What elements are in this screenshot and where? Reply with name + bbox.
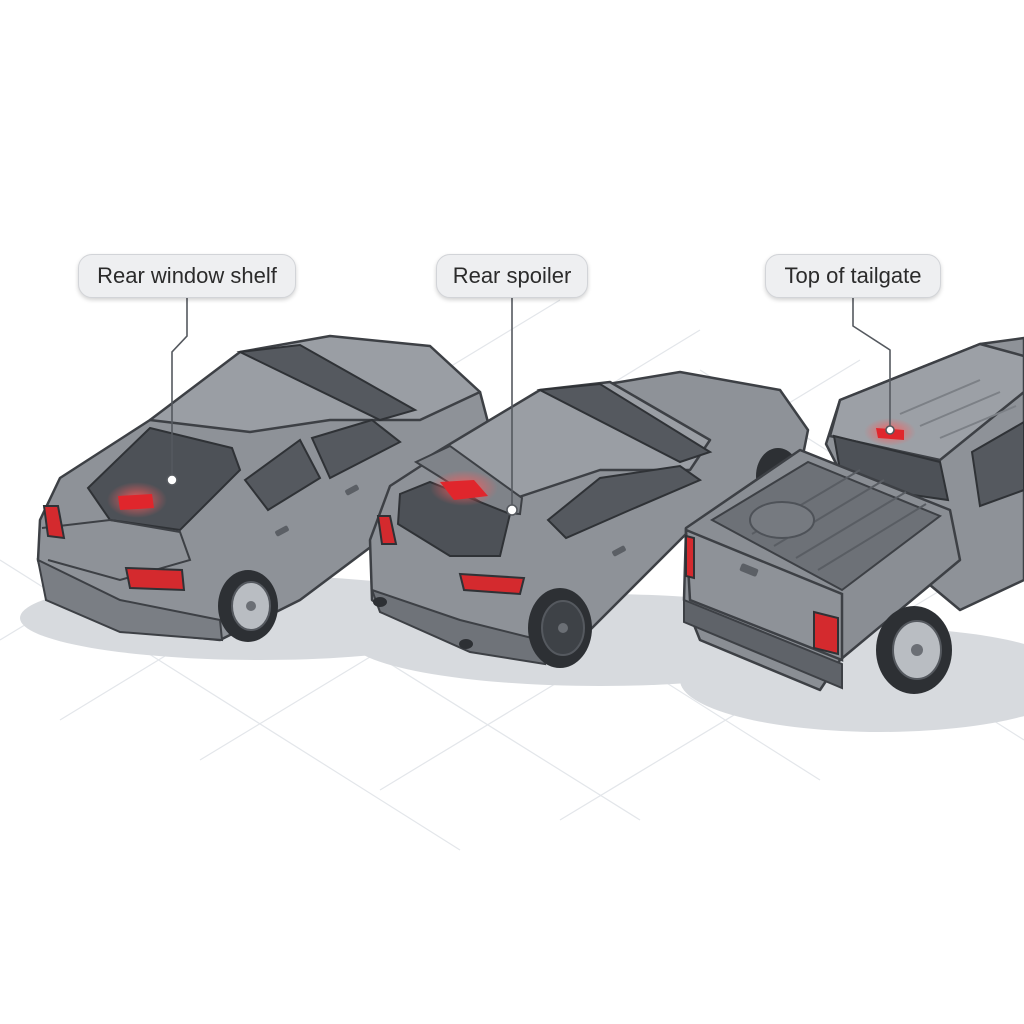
leader-line-shelf [171,298,188,478]
sedan-trunk-line [41,518,192,582]
pickup-truck [682,336,1024,694]
callout-label: Rear spoiler [452,263,572,288]
hatchback-tail-light-right [458,572,526,596]
leader-dot-tailgate [885,425,895,435]
sedan-tail-light-right [124,566,186,592]
truck-bed-floor [709,460,943,592]
leader-line-tailgate [852,298,891,428]
hatchback-brake-light [440,480,488,500]
leader-dot-shelf [166,474,178,486]
sedan-tail-light-left [42,505,66,540]
sedan-bumper [36,558,224,642]
truck-tail-light-left [685,534,695,580]
hatchback-bumper [370,588,547,666]
sedan-car [36,334,492,642]
hatchback-rear-window [396,480,512,557]
sedan-front-windshield [236,343,418,422]
sedan-brake-light [118,494,154,510]
hatchback-tail-light-left [376,515,398,545]
callout-label: Top of tailgate [784,263,922,288]
leader-dot-spoiler [506,504,518,516]
callout-label: Rear window shelf [97,263,277,288]
sedan-rear-wheel [218,570,278,642]
truck-bumper [683,598,843,690]
truck-tail-light-right [813,610,839,656]
hatchback-rear-wheel [528,588,592,668]
truck-rear-wheel [876,606,952,694]
callout-rear-spoiler: Rear spoiler [436,254,588,298]
leader-lines [166,298,895,516]
truck-side-window [970,420,1024,508]
sedan-side-window-front [310,418,402,480]
sedan-side-window-rear [243,438,322,512]
hatchback-windshield [536,382,713,464]
hatchback-side-window [546,464,703,540]
callout-rear-window-shelf: Rear window shelf [78,254,296,298]
hatchback-car [368,370,810,668]
callout-top-of-tailgate: Top of tailgate [765,254,941,298]
